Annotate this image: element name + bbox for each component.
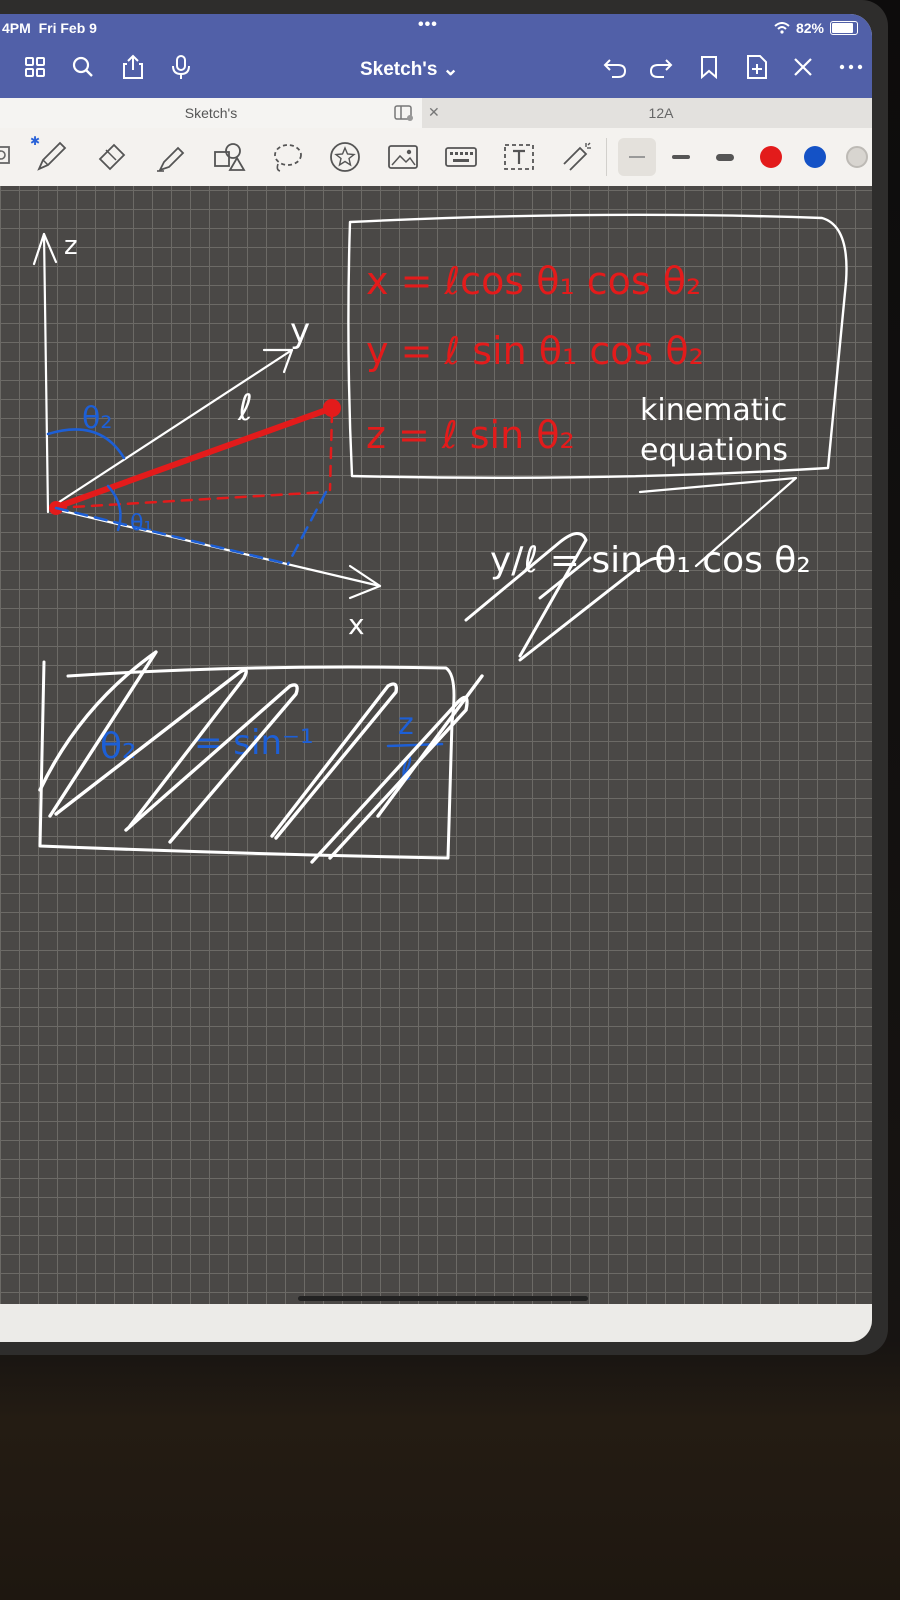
multitask-dots[interactable]: ••• <box>418 16 438 33</box>
device-frame: 4PM Fri Feb 9 ••• 82% <box>0 0 888 1355</box>
color-picker-button[interactable] <box>840 140 872 174</box>
box-strikes <box>38 650 484 864</box>
wifi-icon <box>774 22 790 34</box>
tab-label: Sketch's <box>184 105 238 121</box>
status-bar: 4PM Fri Feb 9 ••• 82% <box>0 14 872 40</box>
undo-icon[interactable] <box>600 52 630 82</box>
battery-percent: 82% <box>795 20 824 36</box>
add-page-icon[interactable] <box>742 52 772 82</box>
equation-x: x = ℓcos θ₁ cos θ₂ <box>366 259 701 303</box>
more-icon[interactable] <box>836 52 866 82</box>
tab-close-icon[interactable]: ✕ <box>428 104 440 120</box>
share-icon[interactable] <box>118 52 148 82</box>
lasso-tool-icon[interactable] <box>270 140 304 174</box>
stroke-thick-option[interactable] <box>708 140 742 174</box>
toolbar-divider <box>606 138 607 176</box>
home-indicator[interactable] <box>298 1296 588 1301</box>
equation-y: y = ℓ sin θ₁ cos θ₂ <box>366 329 704 373</box>
color-swatch-blue[interactable] <box>798 140 832 174</box>
status-time: 4PM <box>2 20 31 36</box>
connector-line <box>638 476 798 568</box>
box-theta2: θ₂ <box>100 726 136 767</box>
tab-sketchs[interactable]: Sketch's <box>0 98 422 128</box>
vector-l <box>49 399 341 515</box>
close-icon[interactable] <box>788 52 818 82</box>
box-frac-num: z <box>398 707 414 742</box>
tab-12a[interactable]: 12A <box>450 98 872 128</box>
theta1-label: θ₁ <box>130 511 152 536</box>
sticker-tool-icon[interactable] <box>328 140 362 174</box>
stroke-medium-option[interactable] <box>664 140 698 174</box>
screen: 4PM Fri Feb 9 ••• 82% <box>0 14 872 1342</box>
projection-lines <box>46 428 328 566</box>
equation-z: z = ℓ sin θ₂ <box>366 413 575 457</box>
canvas-bottom-margin <box>0 1304 872 1342</box>
axis-y-label: y <box>290 311 310 351</box>
eraser-tool-icon[interactable] <box>96 140 130 174</box>
app-bar: Sketch's ⌄ <box>0 40 872 98</box>
split-view-icon[interactable] <box>394 105 414 121</box>
highlighter-tool-icon[interactable] <box>154 140 188 174</box>
note-canvas[interactable]: z y x ℓ θ₂ θ₁ <box>0 186 872 1342</box>
pen-tool-icon[interactable]: ✱ <box>30 134 68 174</box>
axis-x-label: x <box>348 608 365 641</box>
theta2-label: θ₂ <box>82 401 112 436</box>
image-tool-icon[interactable] <box>386 140 420 174</box>
color-swatch-red[interactable] <box>754 140 788 174</box>
battery-icon <box>830 21 858 35</box>
grid-icon[interactable] <box>20 52 50 82</box>
redo-icon[interactable] <box>646 52 676 82</box>
bookmark-icon[interactable] <box>694 52 724 82</box>
bluetooth-icon: ✱ <box>30 134 41 148</box>
keyboard-tool-icon[interactable] <box>444 140 478 174</box>
mic-icon[interactable] <box>166 52 196 82</box>
length-label: ℓ <box>237 388 253 429</box>
ink-layer: z y x ℓ θ₂ θ₁ <box>32 213 848 864</box>
equations-box <box>347 213 848 479</box>
status-right: 82% <box>774 20 858 36</box>
zoom-tool-icon[interactable] <box>0 140 20 174</box>
search-icon[interactable] <box>68 52 98 82</box>
status-date: Fri Feb 9 <box>38 20 97 36</box>
laser-pointer-icon[interactable] <box>560 140 594 174</box>
tool-bar: ✱ <box>0 128 872 187</box>
tab-bar: Sketch's ✕ 12A <box>0 98 872 128</box>
document-title[interactable]: Sketch's ⌄ <box>360 59 459 80</box>
shapes-tool-icon[interactable] <box>212 140 246 174</box>
crossed-box <box>38 660 456 860</box>
scribble-strikes <box>464 532 662 662</box>
axis-z-label: z <box>64 231 78 261</box>
tab-label: 12A <box>648 105 674 121</box>
text-tool-icon[interactable] <box>502 140 536 174</box>
status-time-date: 4PM Fri Feb 9 <box>2 20 97 36</box>
stroke-thin-option[interactable] <box>618 138 656 176</box>
note-kinematic: kinematic <box>640 393 787 428</box>
note-equations: equations <box>640 433 788 468</box>
